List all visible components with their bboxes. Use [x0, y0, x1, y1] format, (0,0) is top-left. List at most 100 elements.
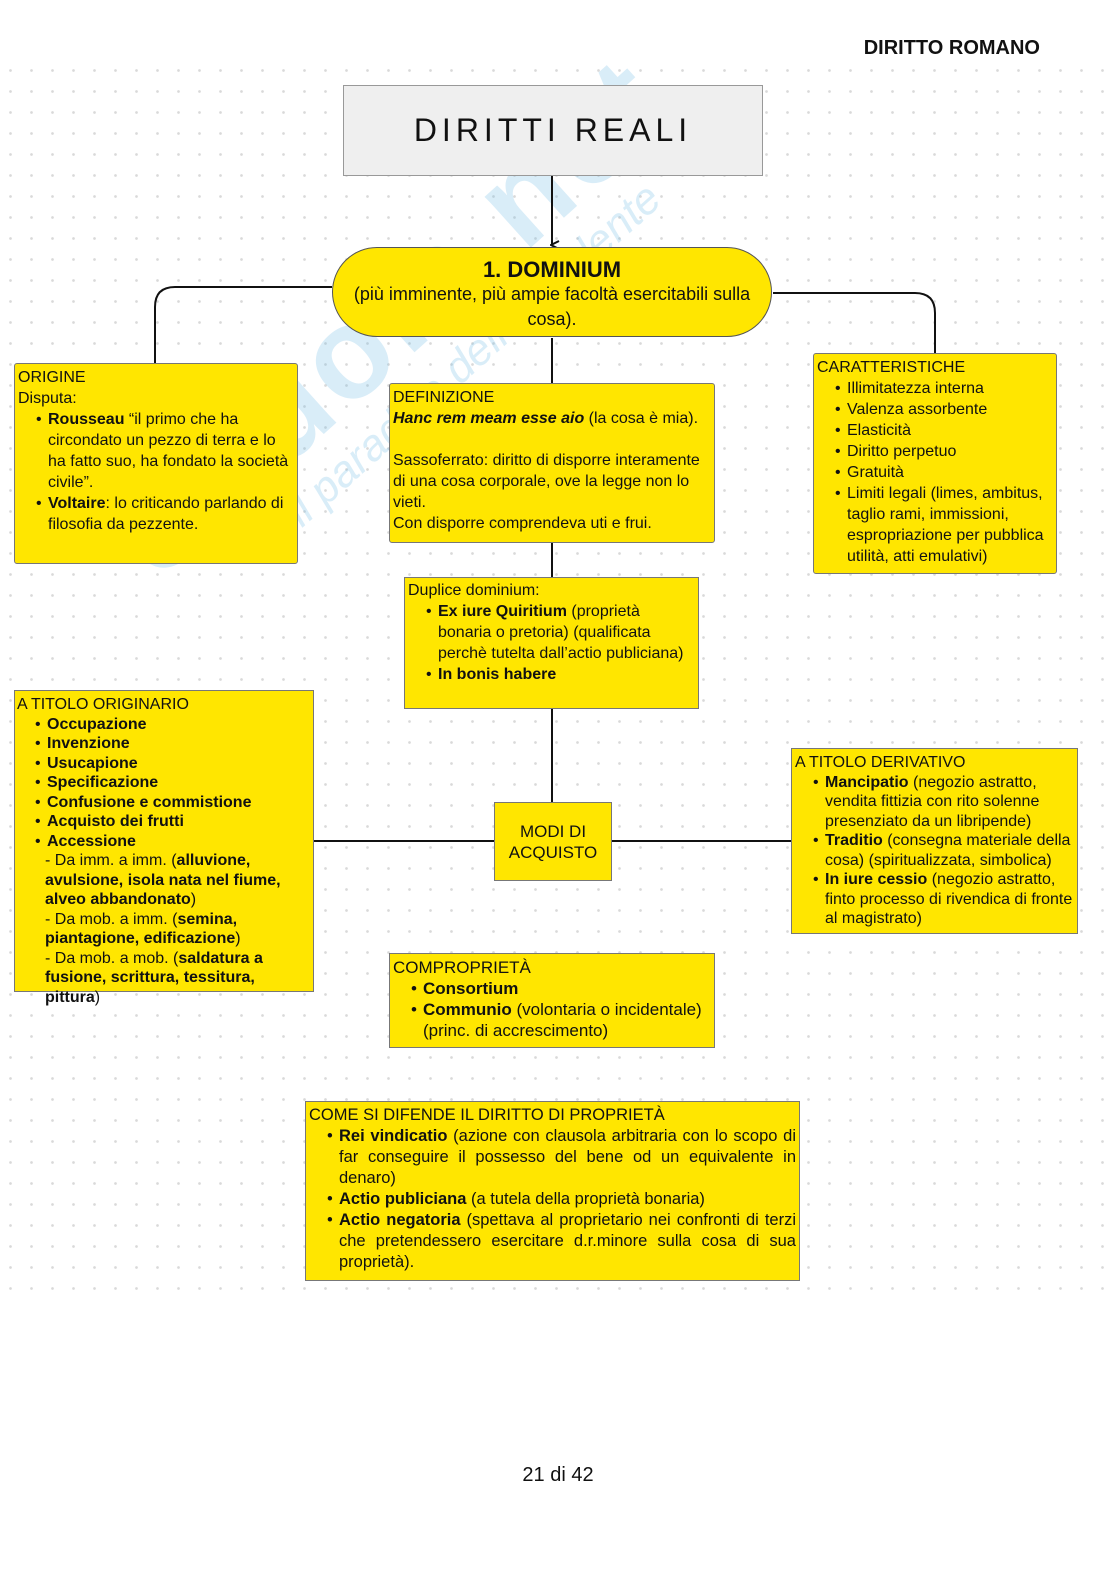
bullet-item: Elasticità	[817, 420, 1053, 441]
page-title: DIRITTI REALI	[343, 85, 763, 176]
text-run: )	[94, 988, 101, 1006]
bullet-item: Gratuità	[817, 462, 1053, 483]
emphasis-text: alluvione, avulsione, isola nata nel fiu…	[45, 852, 281, 908]
line-to-origine	[154, 286, 332, 363]
text-run: COMPROPRIETÀ	[393, 958, 531, 977]
bullet-item: Specificazione	[17, 773, 311, 793]
bullet-item: Illimitatezza interna	[817, 378, 1053, 399]
text-line: - Da imm. a imm. (alluvione, avulsione, …	[17, 851, 311, 910]
comproprieta-box: COMPROPRIETÀConsortiumCommunio (volontar…	[389, 953, 715, 1048]
text-run: (a tutela della proprietà bonaria)	[466, 1190, 705, 1208]
emphasis-text: Actio publiciana	[339, 1190, 467, 1208]
text-line: - Da mob. a mob. (saldatura a fusione, s…	[17, 949, 311, 1008]
text-run: Duplice dominium:	[408, 582, 540, 599]
bullet-item: Actio negatoria (spettava al proprietari…	[309, 1210, 796, 1273]
text-run: (proprietà bonaria o pretoria) (qualific…	[438, 603, 684, 662]
text-line: - Da mob. a imm. (semina, piantagione, e…	[17, 910, 311, 949]
page-number: 21 di 42	[522, 1464, 594, 1486]
text-run: )	[190, 891, 197, 908]
text-run: (consegna materiale della cosa) (spiritu…	[825, 832, 1071, 869]
bullet-item: Limiti legali (limes, ambitus, taglio ra…	[817, 483, 1053, 567]
spacer	[393, 429, 711, 450]
caratteristiche-box: CARATTERISTICHE Illimitatezza internaVale…	[813, 353, 1057, 574]
text-run: - Da mob. a mob. (	[45, 949, 179, 967]
text-run: Limiti legali (limes, ambitus, taglio ra…	[847, 485, 1044, 565]
duplice-dominium-box: Duplice dominium: Ex iure Quiritium (prop…	[404, 577, 699, 709]
bullet-item: Invenzione	[17, 734, 311, 754]
text-run: (volontaria o incidentale) (princ. di ac…	[423, 1000, 702, 1040]
modi-line-2: ACQUISTO	[508, 842, 598, 862]
text-run: - Da imm. a imm. (	[45, 852, 177, 869]
emphasis-text: Usucapione	[47, 754, 138, 772]
text-run: (azione con clausola arbitraria con lo s…	[339, 1127, 796, 1187]
emphasis-text: Mancipatio	[825, 773, 909, 791]
text-run: (spettava al proprietario nei confronti …	[339, 1211, 796, 1271]
text-run: (la cosa è mia).	[584, 410, 699, 427]
emphasis-text: Acquisto dei frutti	[47, 813, 184, 830]
bullet-item: Accessione	[17, 832, 311, 852]
text-line: Duplice dominium:	[408, 580, 695, 601]
modi-line-1: MODI DI	[519, 821, 587, 841]
dominium-node: 1. DOMINIUM (più imminente, più ampie fa…	[332, 247, 772, 337]
emphasis-text: Voltaire	[48, 495, 106, 512]
text-run: COME SI DIFENDE IL DIRITTO DI PROPRIETÀ	[309, 1106, 665, 1124]
bullet-item: Occupazione	[17, 715, 311, 735]
text-line: ORIGINE	[18, 367, 294, 388]
difesa-proprieta-box: COME SI DIFENDE IL DIRITTO DI PROPRIETÀ R…	[305, 1101, 800, 1281]
text-line: COME SI DIFENDE IL DIRITTO DI PROPRIETÀ	[309, 1105, 796, 1126]
text-run: Diritto perpetuo	[847, 443, 957, 460]
dominium-heading: 1. DOMINIUM	[482, 257, 622, 282]
text-run: - Da mob. a imm. (	[45, 910, 178, 928]
bullet-item: Confusione e commistione	[17, 793, 311, 813]
text-line: COMPROPRIETÀ	[393, 957, 711, 978]
text-run: ORIGINE	[18, 369, 86, 386]
bullet-item: Voltaire: lo criticando parlando di filo…	[18, 493, 294, 535]
emphasis-text: Specificazione	[47, 774, 159, 791]
text-run: CARATTERISTICHE	[817, 359, 966, 376]
emphasis-text: Ex iure Quiritium	[438, 603, 567, 620]
text-line: A TITOLO ORIGINARIO	[17, 695, 311, 715]
bullet-item: Ex iure Quiritium (proprietà bonaria o p…	[408, 601, 695, 664]
emphasis-text: semina, piantagione, edificazione	[45, 910, 238, 948]
bullet-item: Diritto perpetuo	[817, 441, 1053, 462]
emphasis-text: Accessione	[47, 832, 136, 850]
bullet-item: Rei vindicatio (azione con clausola arbi…	[309, 1126, 796, 1189]
text-line: Con disporre comprendeva uti e frui.	[393, 513, 711, 534]
text-line: A TITOLO DERIVATIVO	[795, 753, 1074, 773]
dominium-description: (più imminente, più ampie facoltà eserci…	[353, 284, 751, 329]
text-line: Disputa:	[18, 388, 294, 409]
text-line: DEFINIZIONE	[393, 387, 711, 408]
emphasis-text: Invenzione	[47, 735, 130, 752]
text-run: Gratuità	[847, 464, 904, 481]
bullet-item: Actio publiciana (a tutela della proprie…	[309, 1189, 796, 1210]
text-run: Illimitatezza interna	[847, 380, 984, 397]
bullet-item: Acquisto dei frutti	[17, 812, 311, 832]
emphasis-text: In iure cessio	[825, 871, 928, 888]
emphasis-text: Communio	[423, 1000, 512, 1019]
titolo-originario-box: A TITOLO ORIGINARIO OccupazioneInvenzione…	[14, 690, 314, 1006]
text-run: “il primo che ha circondato un pezzo di …	[48, 411, 289, 491]
text-run: Con disporre comprendeva uti e frui.	[393, 515, 652, 532]
bullet-item: Valenza assorbente	[817, 399, 1053, 420]
document-header: DIRITTO ROMANO	[863, 37, 1040, 59]
text-line: CARATTERISTICHE	[817, 357, 1053, 378]
origine-box: ORIGINE Disputa: Rousseau “il primo che ha…	[14, 363, 298, 564]
emphasis-text: Rei vindicatio	[339, 1127, 448, 1145]
bullet-item: Traditio (consegna materiale della cosa)…	[795, 831, 1074, 870]
emphasis-text: Rousseau	[48, 411, 125, 428]
text-run: A TITOLO ORIGINARIO	[17, 696, 189, 713]
text-run: (negozio astratto, finto processo di riv…	[825, 871, 1073, 927]
emphasis-text: Actio negatoria	[339, 1211, 461, 1229]
emphasis-text: Occupazione	[47, 715, 147, 733]
text-run: A TITOLO DERIVATIVO	[795, 754, 966, 771]
bullet-item: Consortium	[393, 978, 711, 999]
bullet-item: Mancipatio (negozio astratto, vendita fi…	[795, 773, 1074, 832]
emphasis-text: Traditio	[825, 832, 883, 849]
line-to-caratteristiche	[773, 292, 936, 353]
titolo-derivativo-box: A TITOLO DERIVATIVO Mancipatio (negozio a…	[791, 748, 1078, 934]
text-line: Hanc rem meam esse aio (la cosa è mia).	[393, 408, 711, 429]
emphasis-text: Confusione e commistione	[47, 793, 252, 811]
